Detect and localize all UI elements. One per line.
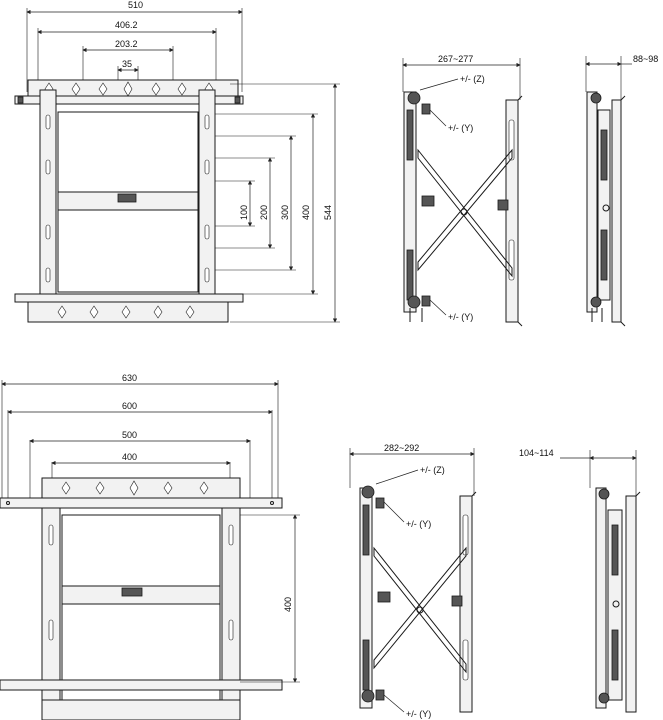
bottom-side-view: 282~292 +/- (Z) +/- (Y) +/- (Y) (349, 443, 477, 719)
scissor-arm-2 (417, 148, 513, 272)
dim-400-label: 400 (301, 205, 311, 220)
bottom-rail-cutouts (57, 305, 195, 319)
dim-630-label: 630 (122, 373, 137, 383)
top-slim-view: 88~98 (585, 54, 658, 327)
bottom-bar (14, 293, 244, 303)
dim-400-vert-label: 400 (283, 597, 293, 612)
top-front-view: 510 406.2 203.2 35 (14, 0, 340, 323)
y-lower-label: +/- (Y) (448, 312, 473, 322)
side-depth-label: 267~277 (438, 54, 473, 64)
dim-500-label: 500 (122, 430, 137, 440)
upright-slots (45, 114, 210, 283)
dim-200-label: 200 (259, 205, 269, 220)
dim-400b-label: 400 (122, 452, 137, 462)
dim-600-label: 600 (122, 401, 137, 411)
y-upper-label: +/- (Y) (448, 123, 473, 133)
dim-35-label: 35 (122, 59, 132, 69)
bottom-top-rail-cutouts (61, 480, 209, 496)
bottom-y-lower-label: +/- (Y) (406, 709, 431, 719)
bottom-slim-depth-label: 104~114 (519, 448, 554, 458)
scissor-arm-1 (417, 148, 513, 278)
dim-406-label: 406.2 (115, 20, 138, 30)
bottom-slim-view: 104~114 (519, 448, 641, 713)
bottom-y-upper-label: +/- (Y) (406, 519, 431, 529)
dim-203-label: 203.2 (115, 39, 138, 49)
top-bar (14, 95, 244, 105)
bottom-side-depth-label: 282~292 (384, 443, 419, 453)
z-adjust-label: +/- (Z) (460, 74, 485, 84)
dim-100-label: 100 (239, 205, 249, 220)
top-side-view: 267~277 +/- (Z) +/- (Y) +/- (Y) (402, 54, 523, 327)
dim-510-label: 510 (128, 0, 143, 10)
bottom-front-view: 630 600 500 400 400 (0, 373, 300, 720)
dim-544-label: 544 (323, 205, 333, 220)
dim-300-label: 300 (280, 205, 290, 220)
slim-depth-label: 88~98 (633, 54, 658, 64)
bottom-z-label: +/- (Z) (420, 465, 445, 475)
